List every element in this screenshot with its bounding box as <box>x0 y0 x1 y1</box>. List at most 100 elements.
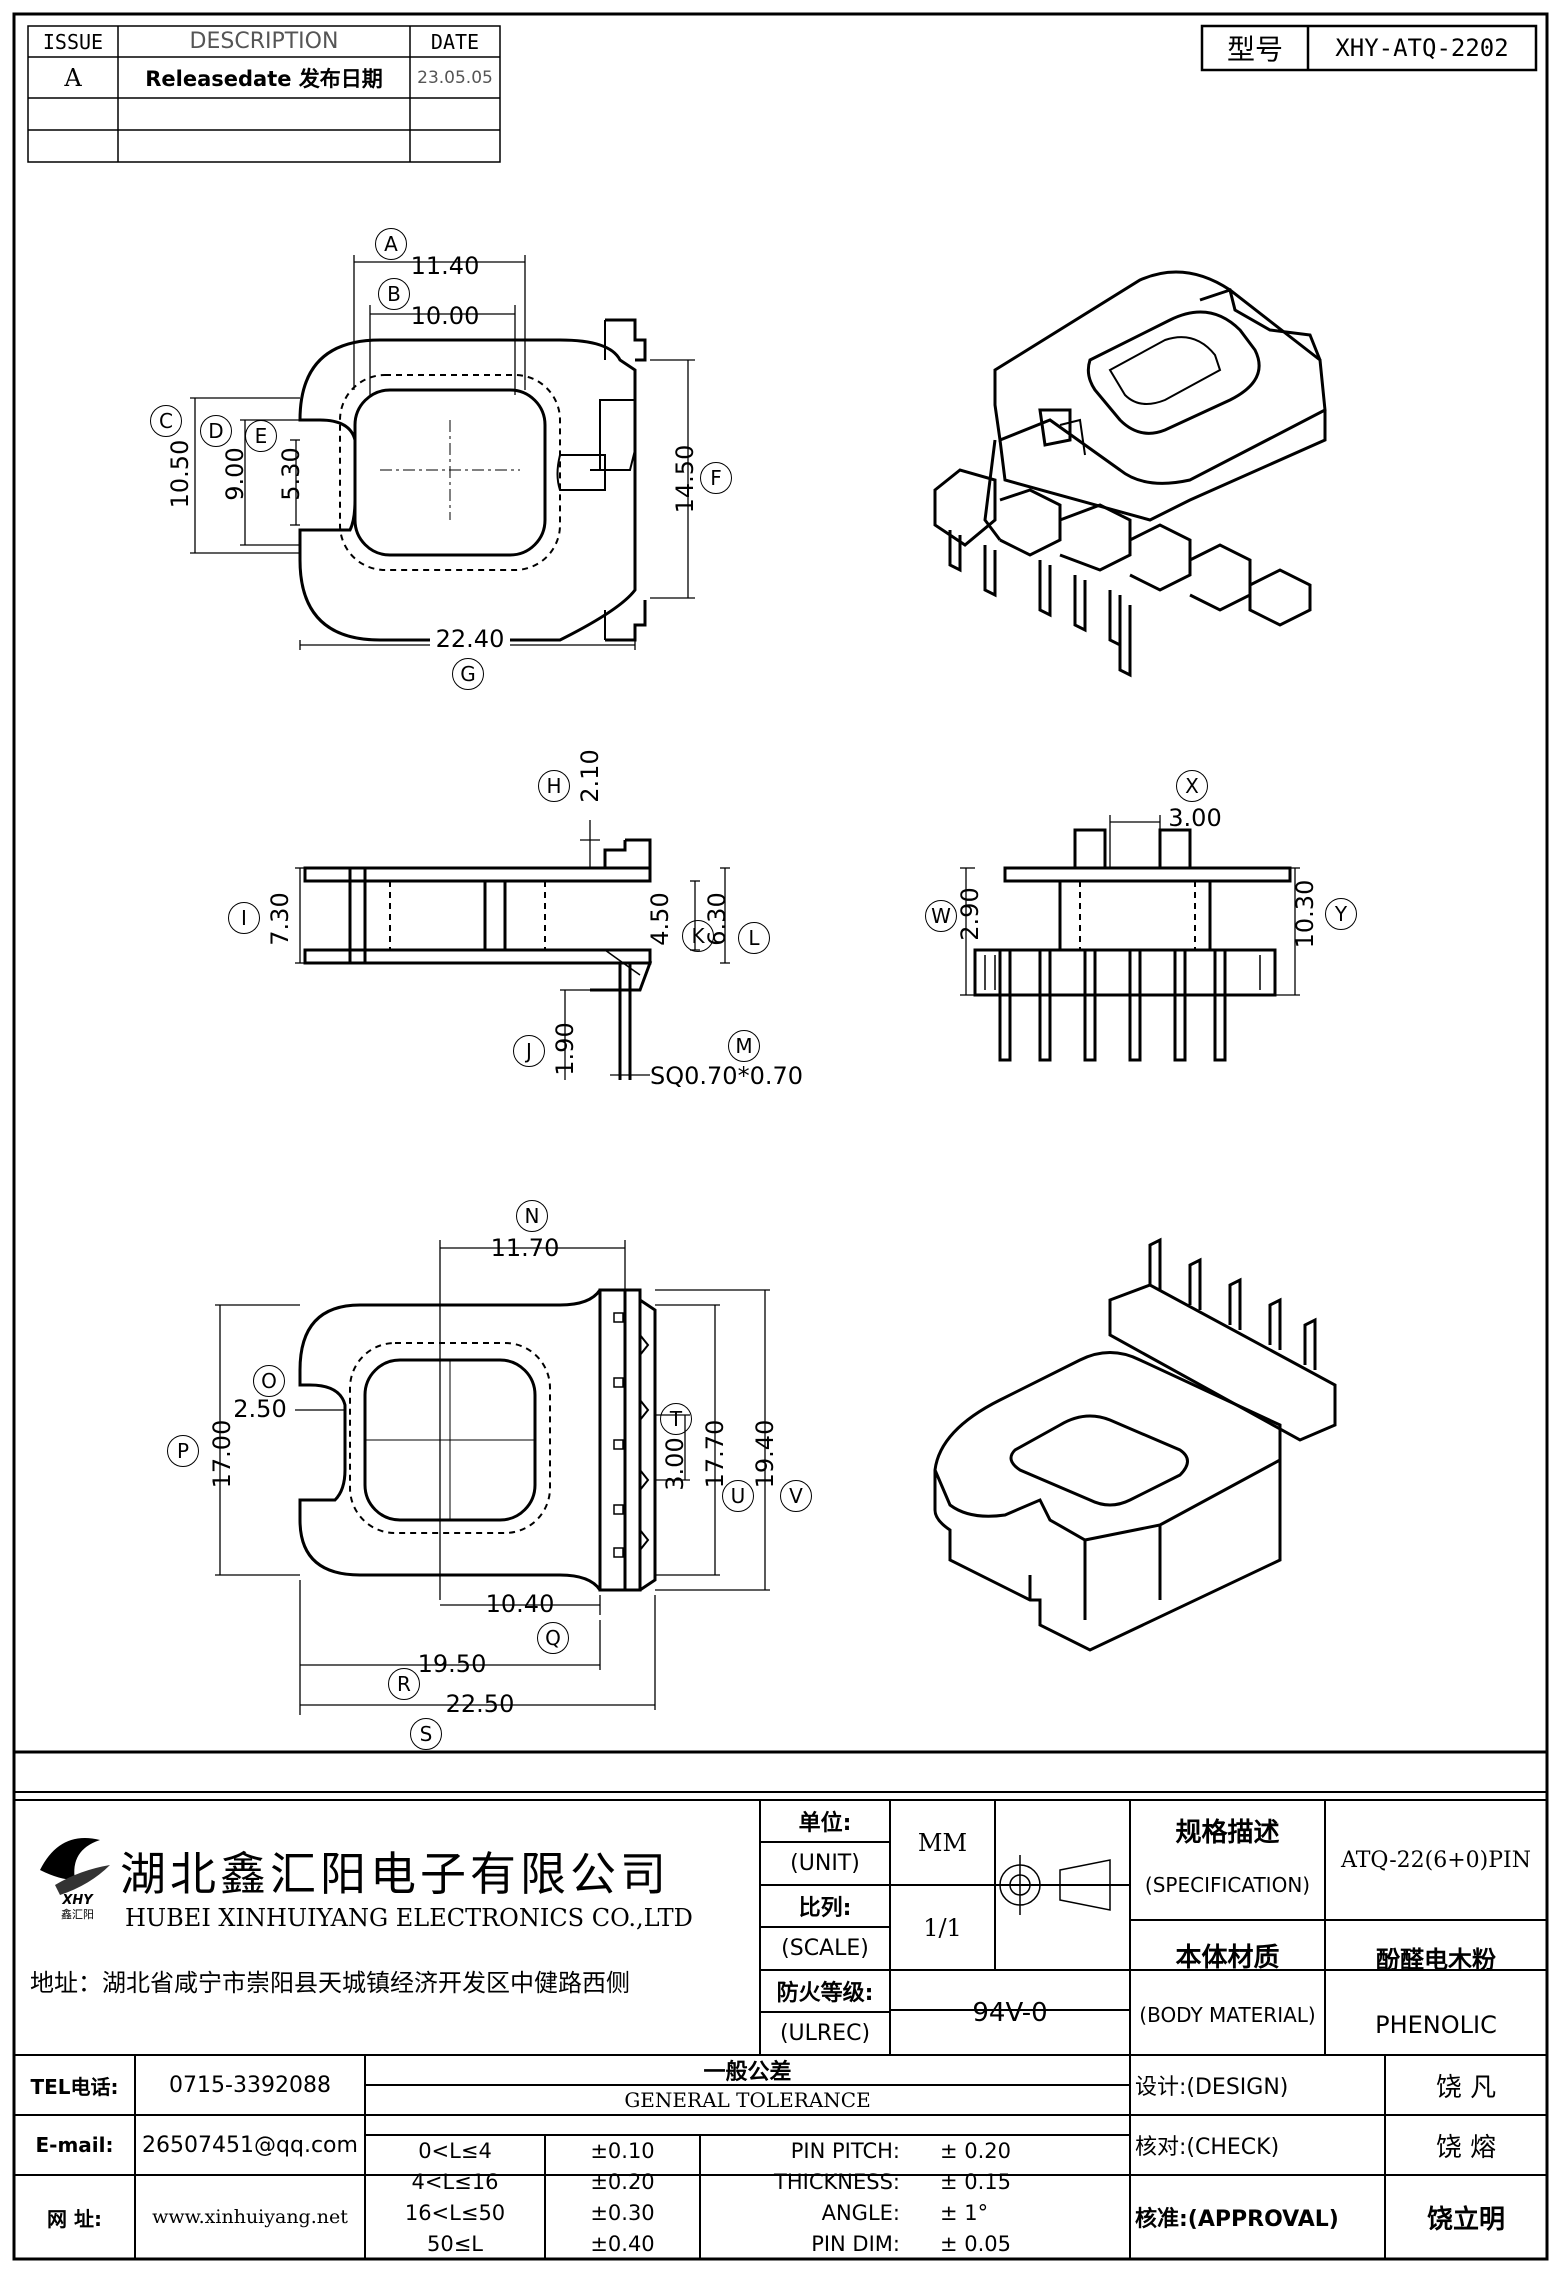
callout-r: R <box>388 1668 420 1700</box>
tolerance-title-cn: 一般公差 <box>703 2060 792 2085</box>
tol-range-1: 4<L≤16 <box>411 2169 499 2194</box>
web-label: 网 址: <box>47 2206 102 2231</box>
revision-date: 23.05.05 <box>417 67 493 88</box>
revision-header-date: DATE <box>430 29 480 54</box>
callout-f: F <box>700 462 732 494</box>
revision-description: Releasedate 发布日期 <box>145 66 383 91</box>
pin-name-2: ANGLE: <box>821 2200 900 2225</box>
callout-g: G <box>452 658 484 690</box>
company-address: 地址：湖北省咸宁市崇阳县天城镇经济开发区中健路西侧 <box>30 1968 630 1997</box>
web-value: www.xinhuiyang.net <box>152 2206 348 2228</box>
tol-value-3: ±0.40 <box>590 2231 655 2256</box>
callout-d: D <box>200 415 232 447</box>
material-value-en: PHENOLIC <box>1375 2011 1497 2039</box>
spec-label-en: (SPECIFICATION) <box>1144 1873 1311 1897</box>
tel-label: TEL电话: <box>30 2074 119 2099</box>
tol-range-2: 16<L≤50 <box>404 2200 506 2225</box>
pin-name-0: PIN PITCH: <box>790 2138 900 2163</box>
material-value-cn: 酚醛电木粉 <box>1376 1946 1496 1974</box>
callout-l: L <box>738 922 770 954</box>
dim-b: 10.00 <box>410 302 480 330</box>
callout-v: V <box>780 1480 812 1512</box>
tol-value-0: ±0.10 <box>590 2138 655 2163</box>
pin-tol-2: ± 1° <box>940 2200 989 2225</box>
tel-value: 0715-3392088 <box>169 2072 331 2098</box>
unit-value: MM <box>917 1828 968 1857</box>
front-view-dims <box>960 815 1300 996</box>
dim-o: 2.50 <box>233 1395 287 1423</box>
callout-u: U <box>722 1480 754 1512</box>
check-name: 饶 熔 <box>1435 2132 1497 2163</box>
model-box-grid <box>1200 24 1538 72</box>
logo-text: XHY <box>62 1892 93 1908</box>
sheet-border <box>12 12 1549 2261</box>
check-label: 核对:(CHECK) <box>1135 2135 1280 2160</box>
ulrec-label-cn: 防火等级: <box>776 1981 874 2006</box>
spec-label-cn: 规格描述 <box>1175 1817 1280 1848</box>
top-view <box>298 318 647 642</box>
callout-o: O <box>253 1365 285 1397</box>
callout-e: E <box>245 420 277 452</box>
design-label: 设计:(DESIGN) <box>1135 2075 1289 2100</box>
dim-r: 19.50 <box>417 1650 487 1678</box>
tol-value-1: ±0.20 <box>590 2169 655 2194</box>
dim-n: 11.70 <box>490 1234 560 1262</box>
side-view <box>303 838 653 1080</box>
approval-name: 饶立明 <box>1426 2204 1505 2235</box>
dim-x: 3.00 <box>1168 804 1222 832</box>
callout-c: C <box>150 405 182 437</box>
callout-p: P <box>167 1435 199 1467</box>
pin-tol-3: ± 0.05 <box>940 2231 1012 2256</box>
company-logo-mark <box>40 1838 110 1895</box>
email-label: E-mail: <box>35 2133 114 2157</box>
callout-s: S <box>410 1718 442 1750</box>
logo-sub: 鑫汇阳 <box>61 1908 94 1921</box>
email-value: 26507451@qq.com <box>142 2132 358 2158</box>
tol-range-0: 0<L≤4 <box>418 2138 492 2163</box>
approval-label: 核准:(APPROVAL) <box>1135 2207 1339 2232</box>
projection-symbol <box>990 1855 1115 1915</box>
pin-name-3: PIN DIM: <box>811 2231 900 2256</box>
scale-label-en: (SCALE) <box>781 1936 869 1961</box>
callout-i: I <box>228 902 260 934</box>
revision-issue: A <box>64 63 82 92</box>
isometric-view-top <box>933 270 1327 678</box>
company-name-cn: 湖北鑫汇阳电子有限公司 <box>120 1847 670 1901</box>
material-label-cn: 本体材质 <box>1175 1942 1280 1973</box>
callout-q: Q <box>537 1622 569 1654</box>
tol-value-2: ±0.30 <box>590 2200 655 2225</box>
callout-n: N <box>516 1200 548 1232</box>
revision-header-description: DESCRIPTION <box>189 29 339 54</box>
callout-b: B <box>378 278 410 310</box>
isometric-view-bottom <box>933 1237 1337 1652</box>
unit-label-en: (UNIT) <box>790 1851 860 1876</box>
ulrec-label-en: (ULREC) <box>779 2021 871 2046</box>
callout-t: T <box>660 1403 692 1435</box>
material-label-en: (BODY MATERIAL) <box>1139 2003 1316 2027</box>
dim-g: 22.40 <box>430 625 510 653</box>
model-label: 型号 <box>1226 33 1283 66</box>
pin-tol-0: ± 0.20 <box>940 2138 1012 2163</box>
bottom-view <box>298 1288 657 1592</box>
callout-k: K <box>682 920 714 952</box>
unit-label-cn: 单位: <box>798 1811 852 1836</box>
front-view <box>973 828 1292 1062</box>
callout-w: W <box>925 900 957 932</box>
dim-a: 11.40 <box>410 252 480 280</box>
callout-h: H <box>538 770 570 802</box>
revision-header-issue: ISSUE <box>42 29 104 54</box>
tolerance-title-en: GENERAL TOLERANCE <box>624 2088 871 2112</box>
callout-j: J <box>513 1035 545 1067</box>
scale-value: 1/1 <box>923 1913 962 1942</box>
dim-m: SQ0.70*0.70 <box>650 1062 803 1090</box>
ulrec-value: 94V-0 <box>972 1997 1048 2028</box>
tol-range-3: 50≤L <box>426 2231 484 2256</box>
revision-table-grid <box>27 25 501 163</box>
callout-x: X <box>1176 770 1208 802</box>
dim-q: 10.40 <box>485 1590 555 1618</box>
company-name-en: HUBEI XINHUIYANG ELECTRONICS CO.,LTD <box>125 1904 693 1932</box>
scale-label-cn: 比列: <box>798 1896 852 1921</box>
spec-value: ATQ-22(6+0)PIN <box>1341 1847 1531 1873</box>
